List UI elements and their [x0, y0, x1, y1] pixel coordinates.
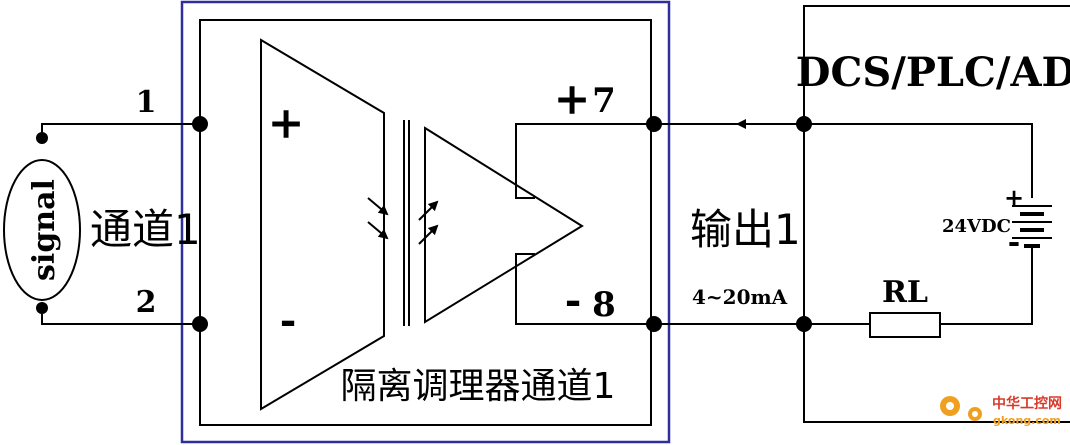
supply-minus-sign: - — [1008, 225, 1020, 260]
current-range-label: 4~20mA — [692, 285, 788, 309]
terminal-1 — [192, 116, 208, 132]
signal-label: signal — [27, 179, 62, 281]
gkong-watermark: 中华工控网 gkong.com — [940, 395, 1062, 427]
signal-terminal-top — [36, 132, 48, 144]
input-wire-2 — [41, 308, 200, 325]
pin-1-label: 1 — [136, 85, 157, 120]
optocoupler-receiver-arrows — [418, 200, 439, 245]
output-amp-wire-bottom — [515, 253, 654, 325]
terminal-2 — [192, 316, 208, 332]
load-resistor — [869, 312, 941, 338]
supply-label: 24VDC — [942, 216, 1011, 237]
output-plus-sign: + — [554, 74, 591, 125]
pin-8-label: 8 — [592, 285, 616, 325]
gear-icon — [940, 396, 982, 421]
pin-7-label: 7 — [592, 81, 616, 121]
output-label: 输出1 — [690, 205, 801, 254]
optocoupler-emitter-arrows — [367, 197, 389, 240]
system-label: DCS/PLC/AD — [796, 49, 1070, 96]
input-wire-1 — [41, 123, 200, 138]
output-minus-sign: - — [565, 277, 582, 324]
signal-source — [3, 159, 81, 301]
watermark-url: gkong.com — [993, 414, 1061, 427]
module-outer-frame — [180, 0, 671, 444]
module-title: 隔离调理器通道1 — [341, 366, 616, 407]
output-amplifier — [424, 126, 584, 324]
supply-plus-sign: + — [1004, 183, 1024, 212]
module-inner-box — [199, 19, 652, 426]
input-amplifier — [260, 38, 385, 411]
watermark-cn: 中华工控网 — [992, 395, 1062, 412]
dcs-loop-top — [804, 123, 1033, 198]
load-label: RL — [882, 275, 928, 310]
channel-input-label: 通道1 — [90, 205, 201, 254]
dcs-loop-bottom — [940, 246, 1033, 325]
input-minus-sign: - — [280, 297, 297, 344]
battery-symbol — [1012, 205, 1052, 248]
input-plus-sign: + — [268, 98, 305, 149]
dcs-box — [803, 5, 1070, 423]
signal-terminal-bottom — [36, 302, 48, 314]
pin-2-label: 2 — [136, 285, 157, 320]
output-amp-wire-top — [515, 123, 654, 199]
